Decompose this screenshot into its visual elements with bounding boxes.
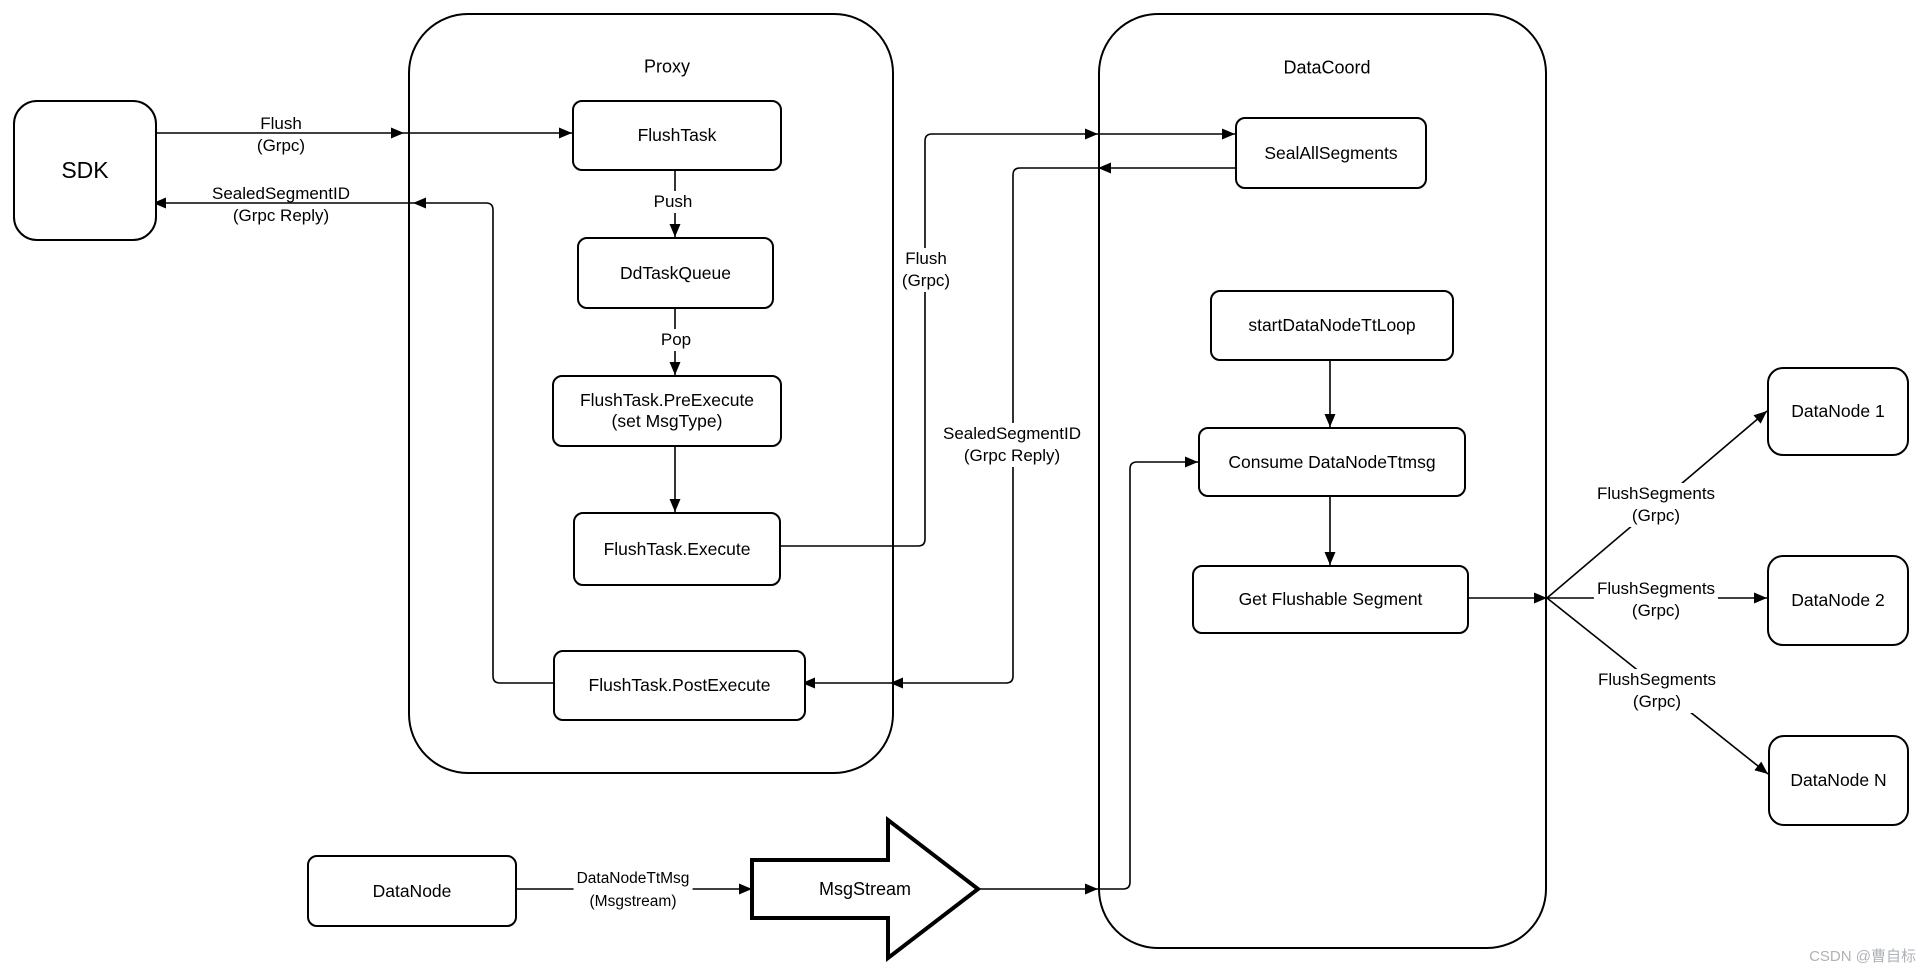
csdn-watermark: CSDN @曹自标 [1809, 948, 1916, 965]
edge-label-flushsegments-n: FlushSegments (Grpc) [1594, 669, 1720, 713]
datacoord-container [1098, 13, 1547, 949]
edge-label-flushsegments-2: FlushSegments (Grpc) [1593, 578, 1719, 622]
edge-msgstream-consume-b [1098, 456, 1198, 890]
node-get-flushable-segment: Get Flushable Segment [1192, 565, 1469, 634]
edge-label-flush-grpc-sdk: Flush (Grpc) [256, 114, 306, 155]
edge-label-datanodettmsg: DataNodeTtMsg (Msgstream) [573, 867, 693, 913]
node-ddtaskqueue: DdTaskQueue [577, 237, 774, 309]
node-datanode-n: DataNode N [1768, 735, 1909, 826]
node-datanode-1: DataNode 1 [1767, 367, 1909, 456]
proxy-container [408, 13, 894, 774]
node-sealallsegments: SealAllSegments [1235, 117, 1427, 189]
node-startdatanodettloop: startDataNodeTtLoop [1210, 290, 1454, 361]
node-flushtask: FlushTask [572, 100, 782, 171]
node-flushtask-execute: FlushTask.Execute [573, 512, 781, 586]
edge-label-sealedsegmentid-sdk: SealedSegmentID (Grpc Reply) [212, 184, 350, 225]
msgstream-shape-label: MsgStream [818, 878, 912, 899]
proxy-container-title: Proxy [643, 56, 691, 77]
edge-label-push: Push [650, 191, 696, 213]
node-datanode-2: DataNode 2 [1767, 555, 1909, 646]
edge-label-flush-grpc-proxy: Flush (Grpc) [898, 248, 954, 292]
msgstream-arrow-shape [750, 815, 982, 963]
edge-label-sealedsegmentid-proxy: SealedSegmentID (Grpc Reply) [940, 423, 1084, 467]
edge-execute-sealall-a [777, 128, 1098, 547]
node-datanode-source: DataNode [307, 855, 517, 927]
edge-label-flushsegments-1: FlushSegments (Grpc) [1593, 483, 1719, 527]
edge-label-pop: Pop [657, 329, 695, 351]
node-flushtask-postexecute: FlushTask.PostExecute [553, 650, 806, 721]
datacoord-container-title: DataCoord [1283, 57, 1371, 78]
node-sdk: SDK [13, 100, 157, 241]
node-flushtask-preexecute: FlushTask.PreExecute (set MsgType) [552, 375, 782, 447]
edge-postexecute-sdk-a [413, 197, 553, 684]
node-consume-datanodettmsg: Consume DataNodeTtmsg [1198, 427, 1466, 497]
